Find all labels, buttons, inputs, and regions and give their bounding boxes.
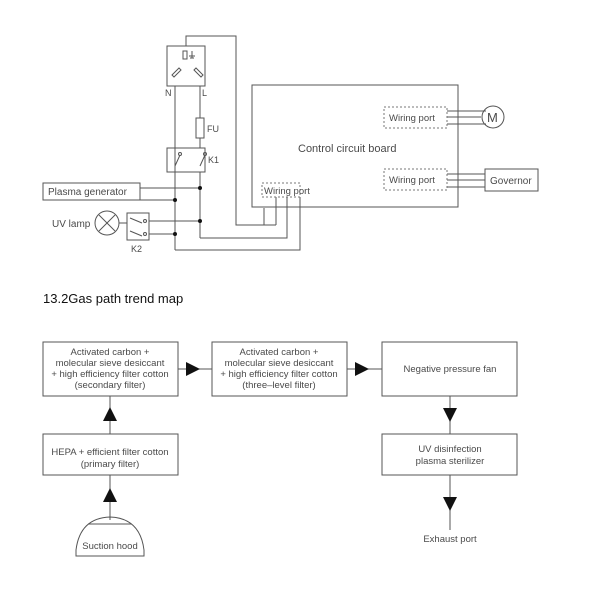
plasma-generator-label: Plasma generator [48,187,128,198]
relay-k2-box [126,212,150,241]
suction-hood-label: Suction hood [82,541,137,552]
secondary-filter-line: Activated carbon + [71,347,150,358]
governor-label: Governor [490,176,532,187]
arrow-right-icon [186,362,200,376]
plasma-generator-box [42,182,141,201]
sterilizer-line: plasma sterilizer [416,456,485,467]
wiring-port-left-label: Wiring port [264,186,310,197]
relay-k1-box [166,147,206,173]
junction-dot [198,186,202,190]
relay-k1-label: K1 [208,155,219,165]
three-level-filter-line: molecular sieve desiccant [225,358,334,369]
arrow-down-icon [443,408,457,422]
suction-hood-shape [75,516,145,557]
secondary-filter-line: molecular sieve desiccant [56,358,165,369]
three-level-filter-line: + high efficiency filter cotton [220,369,337,380]
neutral-pin [171,67,182,78]
junction-dot [173,232,177,236]
junction-dot [198,219,202,223]
sterilizer-line: UV disinfection [418,444,481,455]
wiring-port-governor [383,168,448,191]
live-pin [193,67,204,78]
section-title: 13.2Gas path trend map [43,291,183,306]
arrow-up-icon [103,407,117,421]
wiring-port-motor-label: Wiring port [389,113,435,124]
earth-pin [182,50,188,60]
fuse-label: FU [207,124,219,134]
relay-k2-label: K2 [131,244,142,254]
wiring-port-left [261,182,301,198]
motor-symbol [481,105,505,129]
wiring-port-motor [383,106,448,129]
socket-box [166,45,206,87]
arrow-down-icon [443,497,457,511]
secondary-filter-line: + high efficiency filter cotton [51,369,168,380]
control-board-label: Control circuit board [298,143,396,155]
socket-n-label: N [165,88,172,98]
live-to-port [200,197,288,239]
wiring-port-governor-label: Wiring port [389,175,435,186]
junction-dot [173,198,177,202]
secondary-filter-line: (secondary filter) [75,380,146,391]
exhaust-port-label: Exhaust port [423,534,477,545]
control-board [251,84,459,208]
arrow-up-icon [103,488,117,502]
motor-label: M [487,110,498,125]
fuse [195,117,205,139]
primary-filter-line: (primary filter) [81,459,140,470]
three-level-filter-line: Activated carbon + [240,347,319,358]
neutral-to-port [175,197,301,251]
arrow-right-icon [355,362,369,376]
three-level-filter-line: (three–level filter) [242,380,315,391]
earth-wire [185,35,265,226]
uv-lamp-label: UV lamp [52,219,91,230]
governor-box [484,168,539,192]
fan-label: Negative pressure fan [404,364,497,375]
socket-l-label: L [202,88,207,98]
primary-filter-line: HEPA + efficient filter cotton [51,447,168,458]
